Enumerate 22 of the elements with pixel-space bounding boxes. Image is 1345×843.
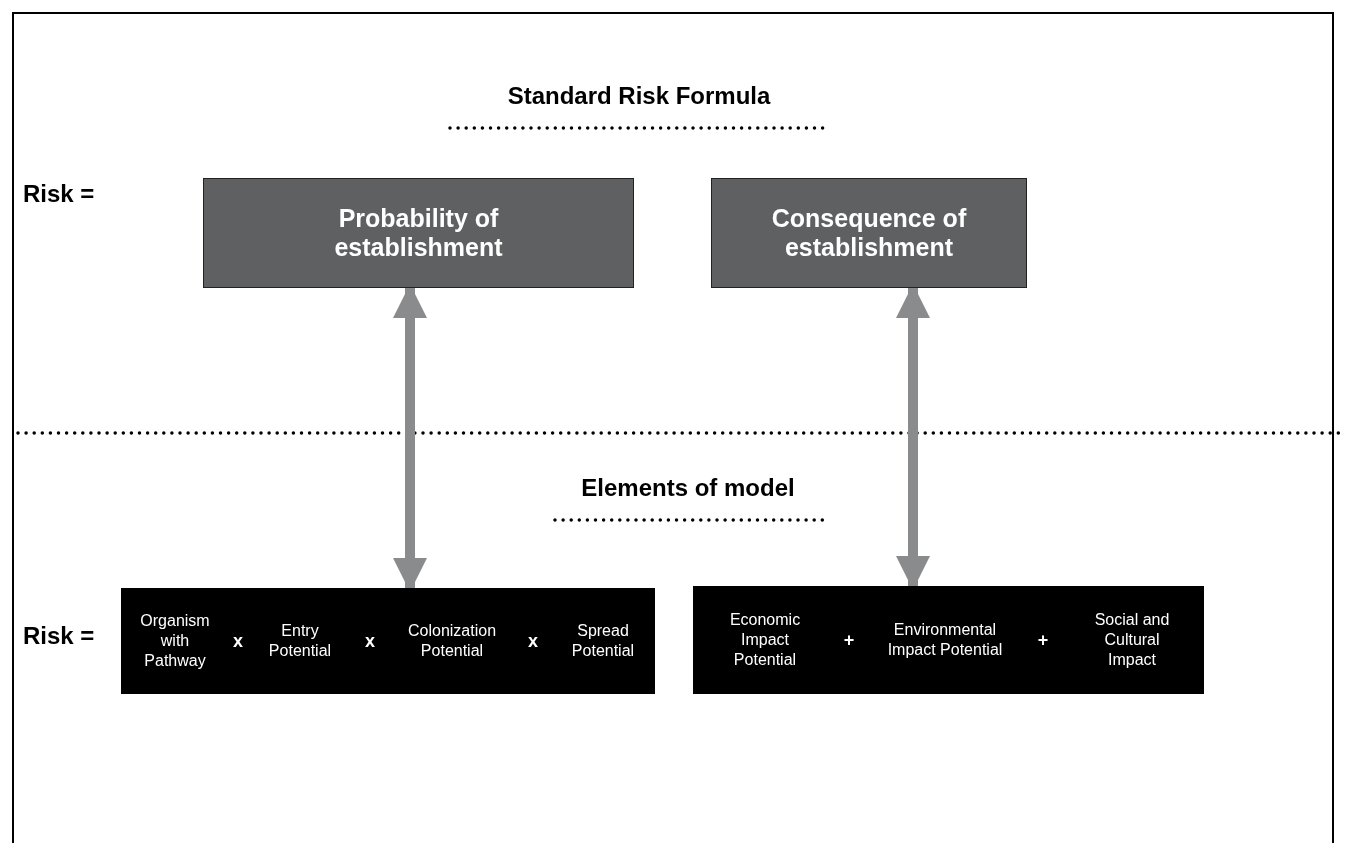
- factor-label: Spread Potential: [570, 621, 636, 661]
- formula-box: [203, 178, 634, 288]
- formula-label: Risk =: [23, 180, 95, 208]
- operator-sign: +: [843, 628, 855, 652]
- operator-sign: +: [1037, 628, 1049, 652]
- section-heading: Elements of model: [581, 474, 795, 502]
- operator-sign: x: [528, 629, 538, 653]
- factor-label: Social and Cultural Impact: [1093, 610, 1171, 670]
- formula-band: [693, 586, 1204, 694]
- factor-label: Environmental Impact Potential: [886, 620, 1004, 660]
- formula-box: [711, 178, 1027, 288]
- factor-label: Entry Potential: [267, 621, 333, 661]
- box-label: Probability of establishment: [333, 204, 504, 262]
- diagram-title: Standard Risk Formula: [507, 82, 771, 110]
- factor-label: Economic Impact Potential: [728, 610, 802, 670]
- formula-label: Risk =: [23, 622, 95, 650]
- operator-sign: x: [233, 629, 243, 653]
- formula-band: [121, 588, 655, 694]
- factor-label: Colonization Potential: [406, 621, 498, 661]
- factor-label: Organism with Pathway: [139, 611, 211, 671]
- operator-sign: x: [365, 629, 375, 653]
- box-label: Consequence of establishment: [770, 204, 968, 262]
